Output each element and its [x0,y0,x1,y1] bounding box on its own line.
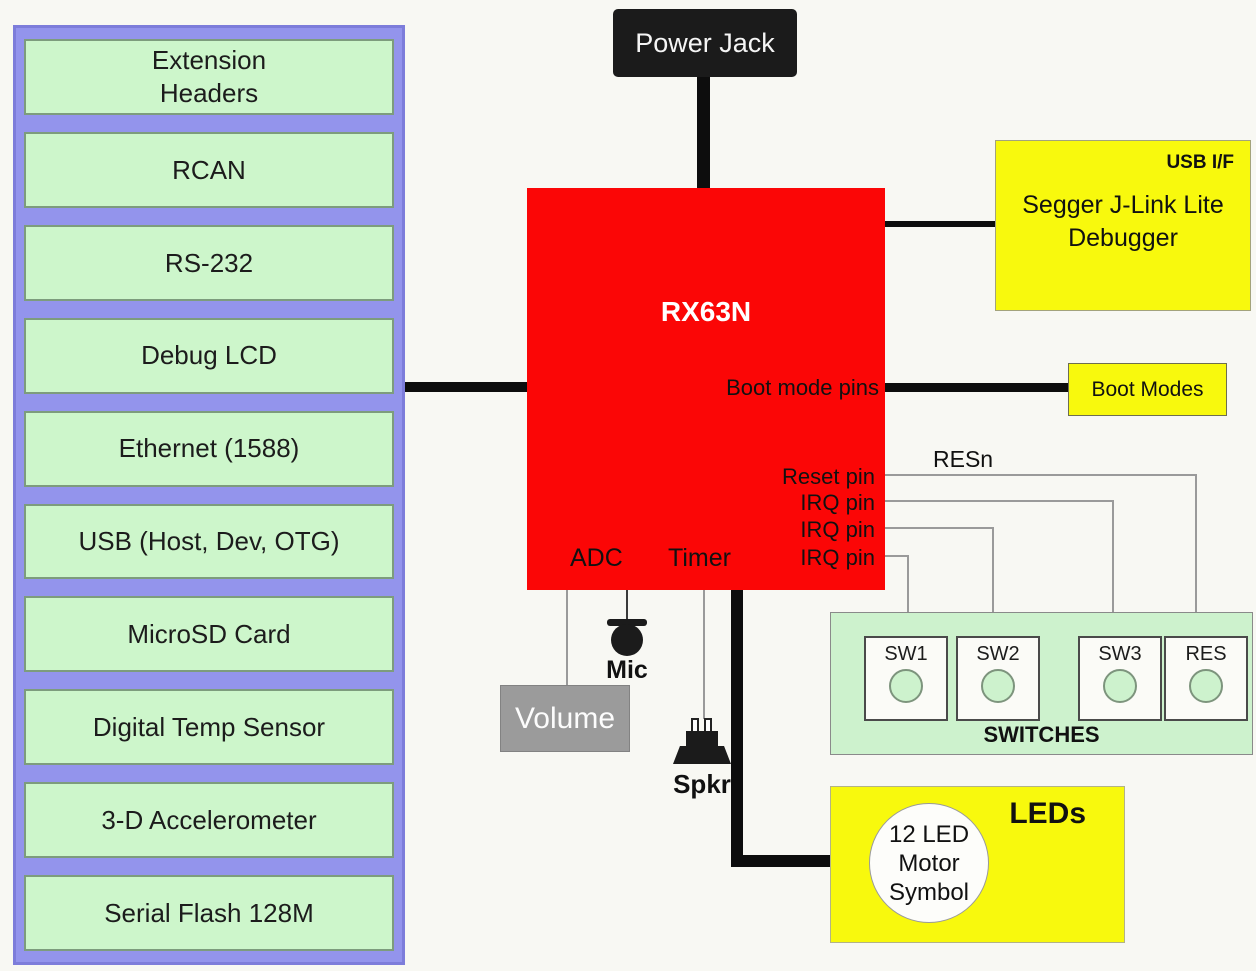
pin-boot-mode: Boot mode pins [726,375,879,400]
mcu-title: RX63N [660,296,752,327]
switch-res-button-icon [1189,669,1223,703]
resn-label: RESn [933,446,994,472]
wire-powerjack-to-mcu [697,75,710,190]
pin-timer: Timer [668,544,731,572]
peripheral-serial-flash: Serial Flash 128M [24,875,394,952]
wire-irq3-vertical [907,555,909,635]
peripheral-extension-headers: Extension Headers [24,39,394,115]
pin-adc: ADC [570,544,623,572]
peripheral-temp-sensor: Digital Temp Sensor [24,689,394,766]
wire-irq1-vertical [1112,500,1114,635]
switch-sw2-button-icon [981,669,1015,703]
switch-sw3-label: SW3 [1098,643,1142,665]
mic-icon [607,619,647,626]
switches-title: SWITCHES [983,722,1100,747]
switch-res: RES [1164,636,1248,721]
boot-modes-box: Boot Modes [1068,363,1227,416]
wire-mic [626,590,628,621]
pin-irq-1: IRQ pin [800,490,875,515]
wire-bootpins-to-bootmodes [885,383,1068,392]
leds-box: LEDs 12 LED Motor Symbol [830,786,1125,943]
mic-label: Mic [606,656,648,684]
pin-irq-2: IRQ pin [800,517,875,542]
wire-irq2-vertical [992,527,994,635]
leds-title: LEDs [1009,797,1086,830]
wire-timer-to-speaker [703,590,705,719]
wire-irq2-horizontal [885,527,994,529]
switch-sw2: SW2 [956,636,1040,721]
peripheral-rs232: RS-232 [24,224,394,301]
wire-resetpin-horizontal [885,474,1197,476]
switch-sw3-button-icon [1103,669,1137,703]
switch-sw2-label: SW2 [976,643,1020,665]
mcu-block: RX63N Boot mode pins Reset pin IRQ pin I… [527,188,885,590]
wire-mcu-to-leds-vertical [731,588,743,867]
boot-modes-label: Boot Modes [1091,377,1204,401]
peripheral-ethernet: Ethernet (1588) [24,410,394,487]
debugger-box: USB I/F Segger J-Link Lite Debugger [995,140,1251,311]
led-motor-symbol: 12 LED Motor Symbol [869,803,989,923]
peripheral-accelerometer: 3-D Accelerometer [24,782,394,859]
peripheral-rcan: RCAN [24,131,394,208]
wire-adc-to-volume [566,590,568,685]
switch-sw1-button-icon [889,669,923,703]
switch-res-label: RES [1185,643,1227,665]
switch-sw1: SW1 [864,636,948,721]
pin-reset: Reset pin [782,464,875,489]
wire-irq3-horizontal [885,555,909,557]
peripheral-debug-lcd: Debug LCD [24,317,394,394]
volume-label: Volume [514,701,616,735]
speaker-icon-horn [673,746,731,764]
volume-box: Volume [500,685,630,752]
power-jack-label: Power Jack [635,27,775,58]
speaker-label: Spkr [673,769,731,799]
power-jack-box: Power Jack [613,9,797,77]
wire-resetpin-vertical [1195,474,1197,635]
speaker-icon-body [686,731,718,746]
switches-box: SW1 SW2 SW3 RES SWITCHES [830,612,1253,755]
peripheral-usb: USB (Host, Dev, OTG) [24,503,394,580]
wire-mcu-to-leds-horizontal [731,855,830,867]
switch-sw1-label: SW1 [884,643,928,665]
peripheral-microsd: MicroSD Card [24,596,394,673]
usb-if-label: USB I/F [1166,152,1234,173]
wire-mcu-to-debugger [885,221,995,227]
pin-irq-3: IRQ pin [800,545,875,570]
wire-sidebar-to-mcu [405,382,527,392]
wire-irq1-horizontal [885,500,1114,502]
debugger-label: Segger J-Link Lite Debugger [1022,191,1224,252]
switch-sw3: SW3 [1078,636,1162,721]
peripheral-stack: Extension Headers RCAN RS-232 Debug LCD … [13,25,405,965]
mic-icon-circle [611,624,643,656]
